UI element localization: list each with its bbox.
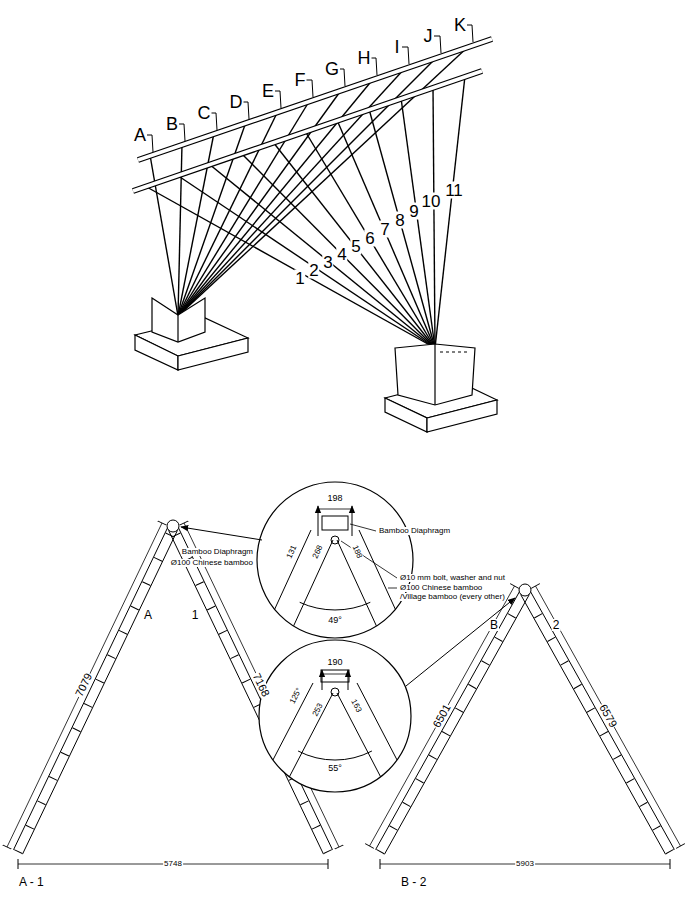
pole-number: 9	[408, 203, 419, 220]
part-label: Bamboo Diaphragm	[181, 548, 254, 556]
member-label: B	[489, 619, 499, 631]
footings	[135, 298, 497, 432]
dimension: 268	[311, 543, 325, 560]
dimension: 7168	[250, 671, 271, 700]
pole-number: 3	[322, 254, 333, 271]
dimension: 131	[285, 543, 299, 560]
frame-b-2	[370, 584, 681, 864]
bamboo-poles-right	[145, 76, 465, 348]
pole-letter: G	[324, 60, 340, 78]
dimension: 6501	[431, 702, 453, 730]
part-label: Ø100 Chinese bamboo	[170, 559, 254, 567]
pole-letter: B	[165, 115, 179, 133]
angle: 125°	[288, 686, 304, 706]
pole-letter: C	[197, 104, 212, 122]
part-label: Bamboo Diaphragm	[378, 527, 451, 535]
member-label: 2	[552, 619, 561, 631]
dimension: 5903	[515, 860, 535, 868]
pole-number: 10	[421, 193, 442, 210]
pole-letter: I	[393, 38, 400, 56]
dimension: 188	[350, 543, 364, 560]
letter-leaders	[146, 25, 473, 152]
dimension: 253	[311, 701, 325, 718]
pole-letter: K	[453, 16, 467, 34]
dimension: 198	[326, 494, 343, 503]
pole-letter: F	[294, 71, 307, 89]
pole-letter: J	[423, 27, 434, 45]
pole-letter: A	[133, 126, 147, 144]
pole-number: 6	[364, 230, 375, 247]
dimension: 7079	[73, 671, 94, 700]
pole-number: 7	[379, 221, 390, 238]
member-label: A	[143, 609, 153, 621]
view-label: B - 2	[400, 876, 427, 888]
pole-number: 5	[350, 238, 361, 255]
member-label: 1	[191, 609, 200, 621]
pole-number: 11	[444, 182, 464, 199]
angle: 55°	[327, 764, 343, 773]
view-label: A - 1	[18, 876, 45, 888]
dimension: 163	[349, 697, 363, 714]
part-label: Ø100 Chinese bamboo	[399, 584, 483, 592]
pole-number: 8	[394, 212, 405, 229]
part-label: /Village bamboo (every other)	[399, 593, 506, 601]
part-label: Ø10 mm bolt, washer and nut	[399, 574, 506, 582]
bamboo-poles-left	[150, 45, 470, 316]
pole-number: 2	[308, 262, 319, 279]
angle: 49°	[327, 616, 343, 625]
pole-number: 4	[336, 246, 347, 263]
joint-detail-bottom	[259, 598, 515, 792]
pole-letter: D	[229, 93, 244, 111]
dimension: 6579	[597, 702, 619, 730]
pole-number: 1	[294, 270, 305, 287]
dimension: 5748	[163, 860, 183, 868]
dimension: 190	[326, 658, 343, 667]
pole-letter: E	[261, 82, 275, 100]
top-rails	[133, 39, 492, 191]
pole-letter: H	[357, 49, 372, 67]
